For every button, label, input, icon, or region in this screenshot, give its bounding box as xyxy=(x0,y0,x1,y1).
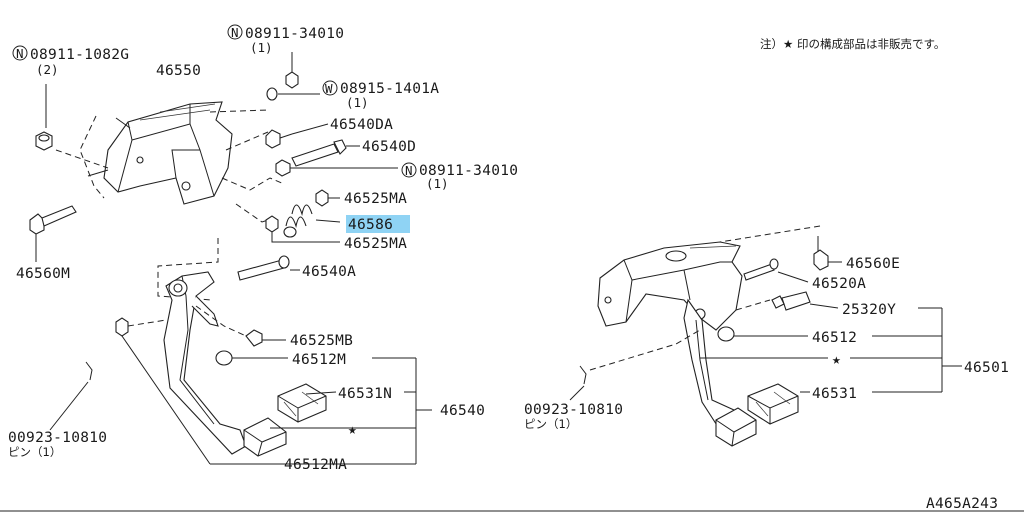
circle-w-icon: W xyxy=(322,80,338,96)
pedal-pad-46531 xyxy=(715,407,757,447)
label-46501: 46501 xyxy=(964,360,1009,376)
pivot-bolt-46540A xyxy=(237,255,290,281)
pedal-rubber-46531N xyxy=(277,383,327,423)
bolt-46540DA xyxy=(265,129,293,149)
label-46540D: 46540D xyxy=(362,139,416,155)
label-46512MA: 46512MA xyxy=(284,457,347,473)
label-46525MA-bottom: 46525MA xyxy=(344,236,407,252)
label-08915-1401A: 08915-1401A xyxy=(340,81,439,97)
washer-08915-1401A xyxy=(266,87,278,101)
label-46586: 46586 xyxy=(348,217,393,233)
label-25320Y: 25320Y xyxy=(842,302,896,318)
circle-n-icon-3: N xyxy=(401,162,417,178)
pin-00923-10810-right xyxy=(579,365,587,385)
circle-n-icon-2: N xyxy=(227,24,243,40)
bolt-46560M xyxy=(29,205,77,235)
label-46550: 46550 xyxy=(156,63,201,79)
nut-08911-1082G xyxy=(35,131,53,151)
label-00923-10810-left: 00923-10810 xyxy=(8,430,107,446)
qty-08911-1082G: (2) xyxy=(36,62,59,77)
label-pin-right: ピン（1） xyxy=(524,417,577,431)
stopper-46512M xyxy=(215,350,288,366)
label-08911-34010-mid: 08911-34010 xyxy=(419,163,518,179)
clip-46525MB xyxy=(245,329,263,347)
label-46512M: 46512M xyxy=(292,352,346,368)
stopper-46512 xyxy=(717,326,735,342)
highlight-46586 xyxy=(346,215,410,233)
nut-08911-34010-mid xyxy=(275,159,291,177)
label-00923-10810-right: 00923-10810 xyxy=(524,402,623,418)
label-46531N: 46531N xyxy=(338,386,392,402)
star-left: ★ xyxy=(348,422,357,438)
qty-08911-34010-top: (1) xyxy=(250,40,273,55)
svg-text:N: N xyxy=(16,46,24,61)
label-46540: 46540 xyxy=(440,403,485,419)
label-46560M: 46560M xyxy=(16,266,70,282)
bushing-46525MA-bottom xyxy=(265,215,279,233)
pedal-bracket-right xyxy=(597,241,743,331)
qty-08915-1401A: (1) xyxy=(346,95,369,110)
label-46540DA: 46540DA xyxy=(330,117,393,133)
svg-text:N: N xyxy=(405,163,413,178)
label-46512: 46512 xyxy=(812,330,857,346)
label-46560E: 46560E xyxy=(846,256,900,272)
pedal-rubber-46531 xyxy=(747,383,799,425)
label-08911-1082G: 08911-1082G xyxy=(30,47,129,63)
star-right: ★ xyxy=(832,352,841,368)
label-46525MA-top: 46525MA xyxy=(344,191,407,207)
pin-00923-10810-left xyxy=(85,361,93,381)
stop-lamp-switch-25320Y xyxy=(771,291,811,311)
pedal-arm-46540 xyxy=(163,271,247,455)
svg-text:N: N xyxy=(231,25,239,40)
bolt-46520A xyxy=(743,258,779,281)
label-08911-34010-top: 08911-34010 xyxy=(245,26,344,42)
spring-46586 xyxy=(283,204,313,238)
bushing-left xyxy=(115,317,129,337)
label-46531: 46531 xyxy=(812,386,857,402)
svg-text:W: W xyxy=(325,81,333,96)
pedal-pad-46531N xyxy=(243,417,287,457)
label-pin-left: ピン（1） xyxy=(8,445,61,459)
nut-08911-34010-top xyxy=(285,71,299,89)
bolt-46540D xyxy=(291,139,347,167)
diagram-id: A465A243 xyxy=(926,496,998,512)
qty-08911-34010-mid: (1) xyxy=(426,176,449,191)
label-46540A: 46540A xyxy=(302,264,356,280)
circle-n-icon-1: N xyxy=(12,45,28,61)
note-text: 注）★ 印の構成部品は非販売です。 xyxy=(760,37,945,51)
label-46520A: 46520A xyxy=(812,276,866,292)
pedal-bracket-46550 xyxy=(103,101,233,205)
clip-46560E xyxy=(813,236,829,271)
label-46525MB: 46525MB xyxy=(290,333,353,349)
bushing-46525MA-top xyxy=(315,189,329,207)
